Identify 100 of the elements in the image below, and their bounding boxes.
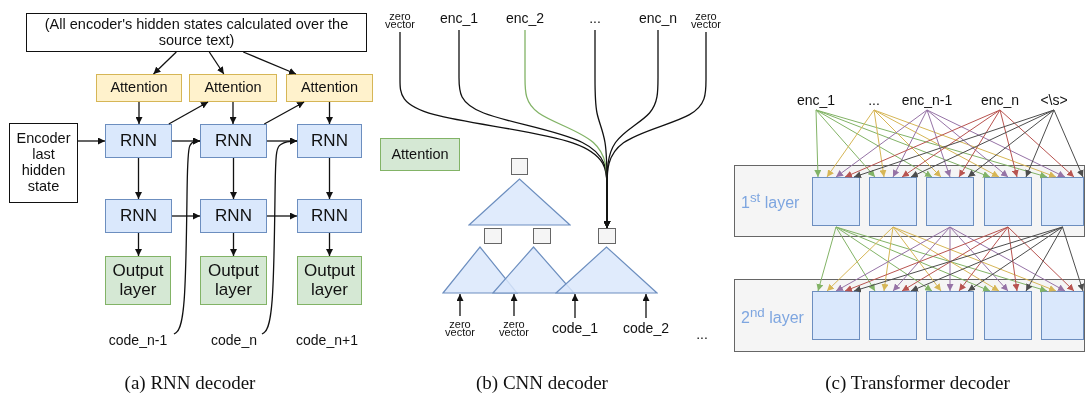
note-box: (All encoder's hidden states calculated over the source text) xyxy=(26,13,367,52)
arrow xyxy=(999,109,1019,178)
arrow xyxy=(171,212,201,220)
arrow xyxy=(1062,226,1085,292)
layer-cell xyxy=(811,290,860,340)
arrow xyxy=(135,232,142,257)
arrow xyxy=(844,226,1009,292)
arrow xyxy=(873,109,942,178)
arrow xyxy=(999,109,1075,178)
arrow xyxy=(1025,109,1055,178)
arrow xyxy=(926,109,1009,178)
arrow xyxy=(901,226,1009,292)
arrow xyxy=(926,109,1066,178)
vector-square xyxy=(533,228,551,244)
arrow xyxy=(230,157,237,200)
input-label: code_n-1 xyxy=(100,332,176,349)
arrow xyxy=(77,137,106,145)
arrow xyxy=(603,31,707,229)
arrow xyxy=(949,226,1066,292)
input-label: zero vector xyxy=(442,318,478,338)
attention-box: Attention xyxy=(96,74,182,102)
arrow xyxy=(1053,109,1084,178)
input-label: code_n xyxy=(204,332,264,349)
rnn-box: RNN xyxy=(297,199,362,233)
arrow xyxy=(263,101,305,125)
arrow xyxy=(892,109,928,178)
layer-cell xyxy=(925,176,974,226)
rnn-box: RNN xyxy=(105,124,172,158)
conv-triangle xyxy=(468,178,571,226)
arrow xyxy=(1007,226,1075,292)
layer-panel xyxy=(734,165,1085,237)
subfigure-caption: (c) Transformer decoder xyxy=(824,372,1011,394)
input-label: code_1 xyxy=(546,320,604,338)
input-label: ... xyxy=(863,92,885,109)
note-box: Encoder last hidden state xyxy=(9,123,78,203)
output-layer-box: Output layer xyxy=(105,256,171,305)
input-label: <\s> xyxy=(1036,92,1072,109)
arrow xyxy=(242,51,297,75)
layer-cell xyxy=(1040,290,1084,340)
input-label: zero vector xyxy=(379,10,421,30)
arrow xyxy=(642,293,650,319)
arrow xyxy=(967,109,1055,178)
rnn-box: RNN xyxy=(105,199,172,233)
rnn-box: RNN xyxy=(200,124,267,158)
arrow xyxy=(326,232,333,257)
arrow xyxy=(1007,226,1020,292)
arrow xyxy=(873,109,887,178)
layer-cell xyxy=(983,290,1032,340)
arrow xyxy=(1025,226,1063,292)
layer-cell xyxy=(811,176,860,226)
subfigure-caption: (a) RNN decoder xyxy=(123,372,257,394)
arrow xyxy=(815,109,876,178)
rnn-box: RNN xyxy=(297,124,362,158)
arrow xyxy=(892,226,951,292)
layer-label: 1$^{st}$ layer xyxy=(741,190,800,212)
arrow xyxy=(835,109,928,178)
arrow xyxy=(326,101,333,125)
attention-box: Attention xyxy=(286,74,373,102)
rnn-box: RNN xyxy=(200,199,267,233)
subfigure-caption: (b) CNN decoder xyxy=(475,372,609,394)
input-label: code_2 xyxy=(617,320,675,338)
output-layer-box: Output layer xyxy=(297,256,362,305)
input-label: enc_n xyxy=(633,10,683,28)
layer-cell xyxy=(1040,176,1084,226)
arrow xyxy=(873,109,1000,178)
vector-square xyxy=(484,228,502,244)
arrow xyxy=(456,293,464,317)
arrow xyxy=(815,109,933,178)
layer-label: 2$^{nd}$ layer xyxy=(741,305,804,326)
arrow xyxy=(835,226,876,292)
ellipsis-label: ... xyxy=(695,326,709,342)
arrow xyxy=(835,226,951,292)
arrow xyxy=(230,232,237,257)
arrow xyxy=(835,226,933,292)
arrow xyxy=(910,109,1055,178)
arrow xyxy=(901,109,1001,178)
arrow xyxy=(946,226,954,292)
arrow xyxy=(892,226,942,292)
arrow xyxy=(814,109,822,178)
arrow xyxy=(826,109,875,178)
attention-box: Attention xyxy=(380,138,460,171)
arrow xyxy=(173,137,201,335)
arrow xyxy=(152,51,177,75)
input-label: code_n+1 xyxy=(289,332,365,349)
arrow xyxy=(826,226,894,292)
layer-panel xyxy=(734,279,1085,352)
layer-cell xyxy=(983,176,1032,226)
arrow xyxy=(881,226,894,292)
arrow xyxy=(816,226,837,292)
arrow xyxy=(326,157,333,200)
arrow xyxy=(208,51,225,75)
arrow xyxy=(266,212,298,220)
arrow xyxy=(926,109,952,178)
arrow xyxy=(229,101,237,125)
input-label: enc_1 xyxy=(792,92,840,109)
output-layer-box: Output layer xyxy=(200,256,267,305)
vector-square xyxy=(598,228,616,244)
arrow xyxy=(571,293,579,319)
layer-cell xyxy=(868,290,917,340)
input-label: ... xyxy=(584,10,606,28)
